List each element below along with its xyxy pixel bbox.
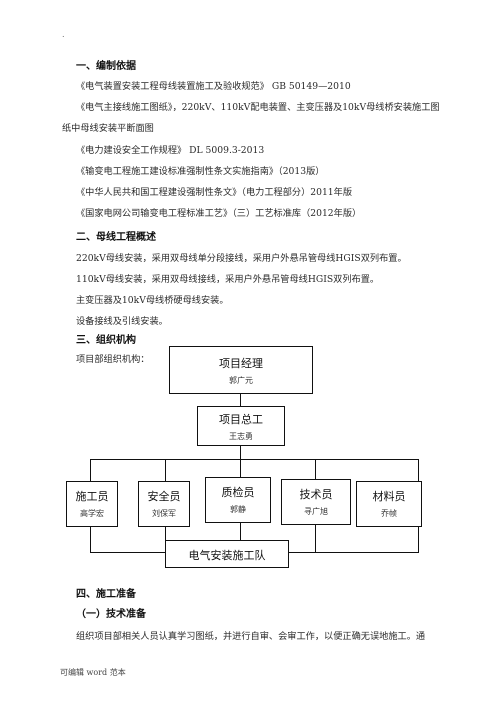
staff-3-title: 质检员 [221, 486, 255, 499]
staff-4-title: 技术员 [299, 488, 333, 501]
section-4-subtitle: （一）技术准备 [76, 609, 146, 620]
page-dot: . [62, 30, 65, 39]
section-2-title: 二、母线工程概述 [76, 232, 156, 243]
drop-5 [418, 459, 420, 481]
staff-3-name: 郭静 [230, 505, 246, 514]
rise-5 [418, 527, 420, 553]
connector-chief-bus [240, 446, 242, 460]
overview-line-1: 220kV母线安装，采用双母线单分段接线，采用户外悬吊管母线HGIS双列布置。 [76, 253, 407, 264]
org-box-technical: 技术员 寻广旭 [281, 479, 351, 525]
connector-top-bus [90, 459, 418, 461]
rise-3 [240, 523, 242, 540]
drop-1 [90, 459, 92, 481]
drop-4 [315, 459, 317, 479]
reference-line-6: 《国家电网公司输变电工程标准工艺》（三）工艺标准库（2012年版） [76, 208, 362, 219]
prep-line-1: 组织项目部相关人员认真学习图纸，并进行自审、会审工作，以便正确无误地施工。通 [76, 631, 426, 642]
overview-line-4: 设备接线及引线安装。 [76, 316, 168, 327]
manager-title: 项目经理 [219, 357, 263, 370]
manager-name: 郭广元 [229, 376, 253, 385]
drop-3 [240, 459, 242, 477]
page-footer: 可编辑 word 范本 [60, 668, 126, 677]
section-4-title: 四、施工准备 [76, 589, 136, 600]
org-box-quality: 质检员 郭静 [205, 477, 271, 523]
reference-line-2: 《电气主接线施工图纸》，220kV、110kV配电装置、主变压器及10kV母线桥… [76, 102, 440, 113]
section-3-title: 三、组织机构 [76, 335, 136, 346]
rise-1 [90, 527, 92, 553]
org-box-manager: 项目经理 郭广元 [169, 346, 313, 394]
chief-title: 项目总工 [219, 413, 263, 426]
reference-line-4: 《输变电工程施工建设标准强制性条文实施指南》（2013版） [76, 166, 325, 177]
staff-2-title: 安全员 [147, 490, 181, 503]
overview-line-3: 主变压器及10kV母线桥硬母线安装。 [76, 295, 229, 306]
reference-line-5: 《中华人民共和国工程建设强制性条文》（电力工程部分）2011年版 [76, 187, 353, 198]
reference-line-1: 《电气装置安装工程母线装置施工及验收规范》 GB 50149—2010 [76, 81, 351, 92]
overview-line-2: 110kV母线安装，采用双母线接线，采用户外悬吊管母线HGIS双列布置。 [76, 274, 380, 285]
reference-line-3: 《电力建设安全工作规程》 DL 5009.3-2013 [76, 145, 265, 156]
reference-line-2-cont: 纸中母线安装平断面图 [62, 123, 154, 134]
drop-2 [165, 459, 167, 481]
team-title: 电气安装施工队 [188, 549, 266, 562]
staff-4-name: 寻广旭 [304, 507, 328, 516]
org-box-chief: 项目总工 王志勇 [197, 406, 285, 446]
org-box-materials: 材料员 乔帧 [356, 481, 422, 527]
staff-1-name: 高学宏 [80, 509, 104, 518]
section-1-title: 一、编制依据 [76, 61, 136, 72]
chief-name: 王志勇 [229, 432, 253, 441]
rise-4 [315, 525, 317, 553]
org-intro: 项目部组织机构： [76, 354, 150, 365]
staff-1-title: 施工员 [75, 490, 109, 503]
staff-5-name: 乔帧 [381, 509, 397, 518]
org-box-team: 电气安装施工队 [165, 540, 289, 568]
org-box-safety: 安全员 刘保军 [138, 481, 190, 527]
staff-5-title: 材料员 [372, 490, 406, 503]
org-box-constructor: 施工员 高学宏 [66, 481, 118, 527]
staff-2-name: 刘保军 [152, 509, 176, 518]
connector-manager-chief [240, 394, 242, 406]
